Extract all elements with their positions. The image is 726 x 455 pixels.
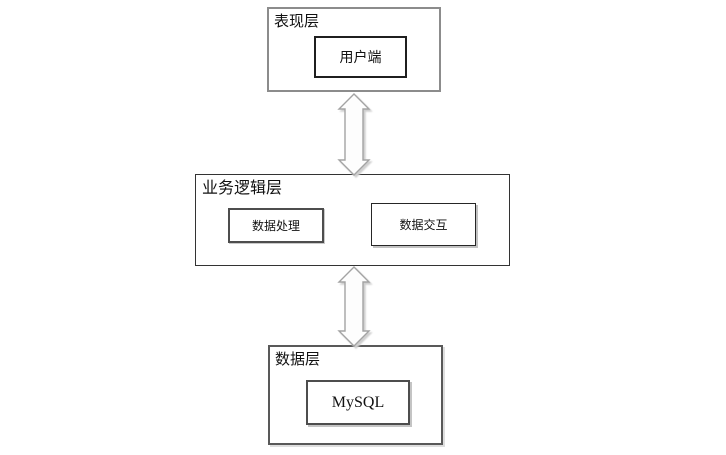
layer-presentation: 表现层 用户端 [267, 7, 441, 92]
double-arrow-presentation-business [337, 93, 371, 176]
node-client-label: 用户端 [339, 51, 382, 66]
double-arrow-business-data [337, 266, 371, 347]
node-data-processing-label: 数据处理 [251, 219, 300, 233]
layer-data: 数据层 MySQL [268, 345, 443, 445]
node-client: 用户端 [314, 36, 407, 78]
node-mysql-label: MySQL [331, 393, 385, 411]
node-data-processing: 数据处理 [228, 208, 324, 243]
layer-data-label: 数据层 [275, 352, 321, 368]
layer-business-logic: 业务逻辑层 数据处理 数据交互 [195, 174, 510, 266]
node-data-interaction-label: 数据交互 [399, 218, 448, 232]
node-data-interaction: 数据交互 [371, 203, 476, 246]
node-mysql: MySQL [306, 380, 410, 425]
layer-business-logic-label: 业务逻辑层 [202, 180, 283, 197]
layer-presentation-label: 表现层 [274, 14, 320, 30]
